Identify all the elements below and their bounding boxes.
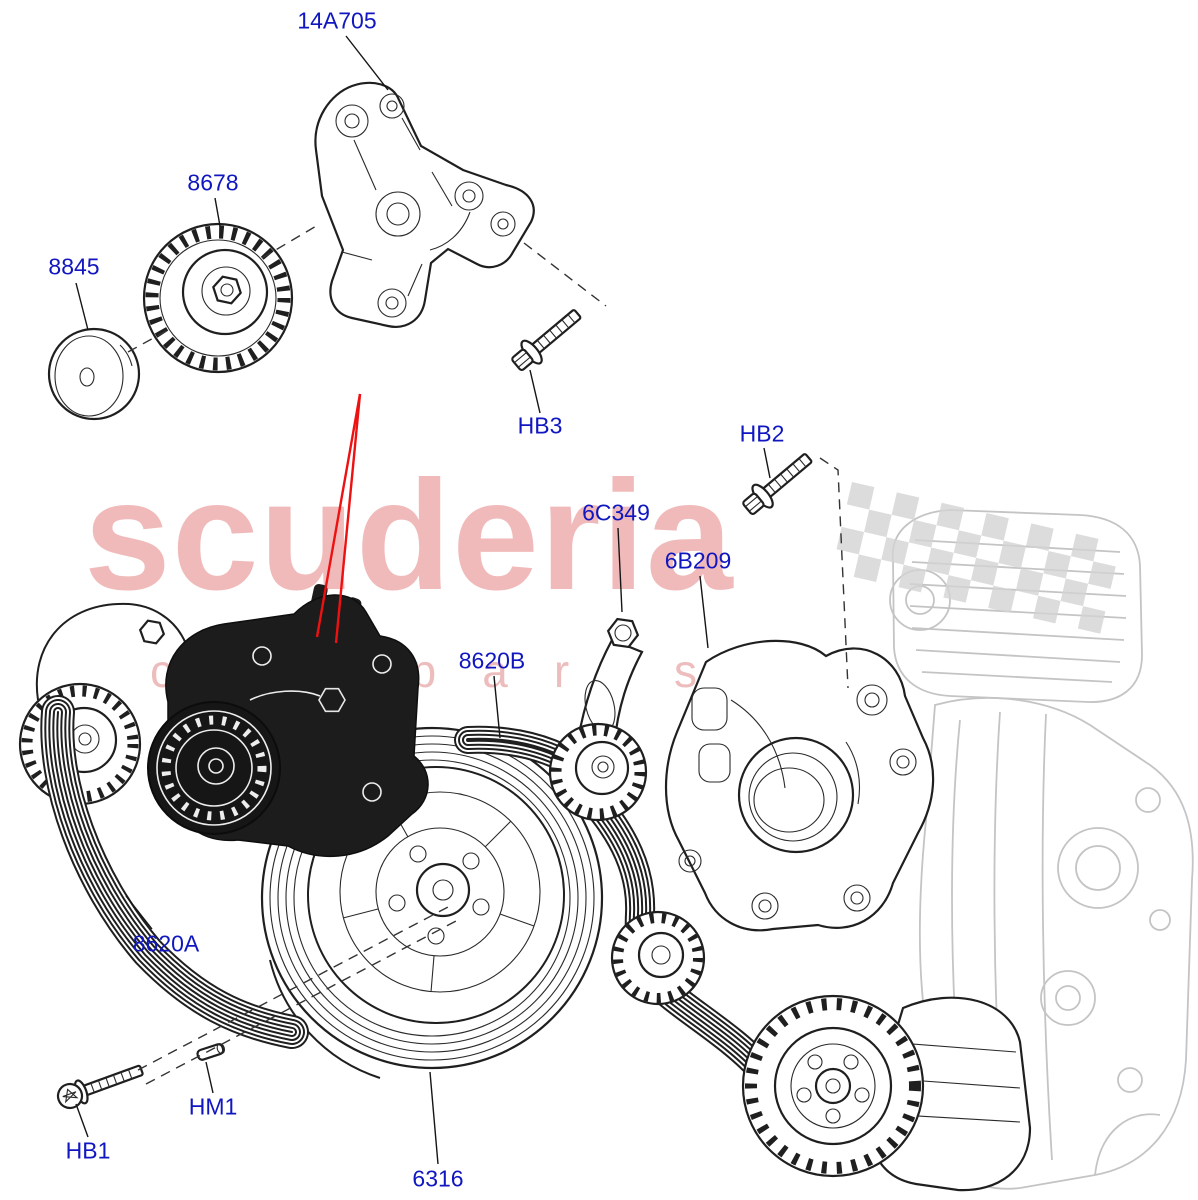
bracket-6B209 [664,639,935,932]
red-callout-lines [315,393,362,644]
part-label-HB1[interactable]: HB1 [65,1137,111,1164]
part-label-HB3[interactable]: HB3 [517,412,563,439]
part-label-8620B[interactable]: 8620B [458,647,526,674]
bolt-hb1 [56,1064,144,1110]
idler-pulley [610,910,706,1006]
ac-compressor [741,994,1032,1192]
label-leader-lines [75,35,771,1165]
checkered-flag-watermark [836,482,1116,634]
bolt-hb3 [511,309,582,372]
assembly-axis-lines [127,224,849,1085]
belt-8620A [40,695,309,1049]
part-label-6316[interactable]: 6316 [412,1165,464,1192]
cap-8845 [47,327,141,421]
part-label-8678[interactable]: 8678 [187,169,239,196]
tensioner-6C349 [548,617,648,822]
part-label-6B209[interactable]: 6B209 [664,547,732,574]
bolt-hb2 [742,453,813,516]
part-label-8845[interactable]: 8845 [48,253,100,280]
part-label-14A705[interactable]: 14A705 [297,7,377,34]
part-label-8620A[interactable]: 8620A [132,930,200,957]
part-label-HM1[interactable]: HM1 [188,1093,238,1120]
part-label-6C349[interactable]: 6C349 [582,499,650,526]
idler-pulley-8678 [142,222,294,374]
bracket-14A705 [314,81,535,328]
water-pump-assembly [147,583,429,858]
part-label-HB2[interactable]: HB2 [739,420,785,447]
pin-hm1 [196,1043,226,1061]
